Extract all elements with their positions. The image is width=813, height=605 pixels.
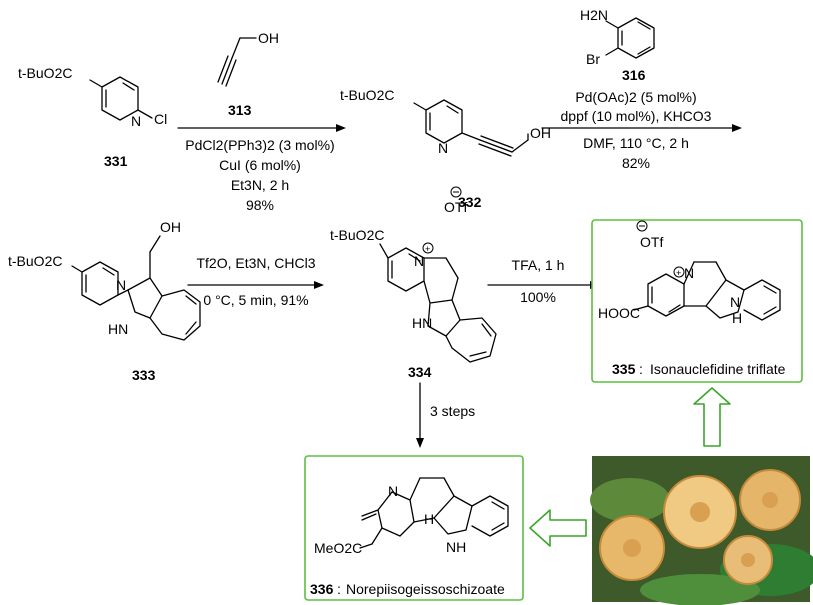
- compound-332-oh: OH: [530, 125, 551, 141]
- step2-yield: 82%: [622, 155, 650, 171]
- compound-332: t-BuO2C N OH 332: [340, 87, 551, 210]
- step4-yield: 100%: [520, 289, 556, 305]
- reaction-arrow-5: 3 steps: [416, 382, 475, 448]
- reaction-arrow-3: Tf2O, Et3N, CHCl3 0 °C, 5 min, 91%: [187, 255, 324, 308]
- step4-reagent1: TFA, 1 h: [512, 257, 565, 273]
- compound-313: OH 313: [217, 30, 279, 118]
- compound-331-n: N: [131, 113, 141, 129]
- compound-331-cl: Cl: [154, 111, 167, 127]
- step1-reagent3: Et3N, 2 h: [231, 177, 289, 193]
- step2-reagent3: DMF, 110 °C, 2 h: [583, 135, 689, 151]
- svg-text:+: +: [676, 268, 681, 278]
- hollow-arrow-left: [529, 509, 587, 547]
- compound-331-number: 331: [104, 153, 128, 169]
- compound-335-charge: [673, 266, 685, 278]
- compound-331-group: t-BuO2C: [18, 65, 72, 81]
- compound-336-colon: :: [337, 581, 341, 597]
- compound-332-number: 332: [458, 194, 482, 210]
- compound-335-nh-h: H: [732, 310, 742, 326]
- compound-333-hn: HN: [108, 321, 128, 337]
- compound-334-hn: HN: [412, 315, 432, 331]
- compound-334-anion-charge: [450, 186, 462, 198]
- compound-316-br: Br: [586, 51, 600, 67]
- compound-335-box: + OTf N HOOC N H 335 : Isonauclefidine t…: [591, 219, 803, 383]
- step5-label: 3 steps: [430, 403, 475, 419]
- hollow-arrow-up: [693, 387, 731, 447]
- compound-334: + t-BuO2C N OTf HN 334: [330, 186, 497, 380]
- step2-reagent1: Pd(OAc)2 (5 mol%): [575, 89, 696, 105]
- compound-336-number: 336: [310, 581, 334, 597]
- compound-333-n: N: [116, 277, 126, 293]
- reaction-arrow-1: PdCl2(PPh3)2 (3 mol%) CuI (6 mol%) Et3N,…: [177, 124, 346, 213]
- compound-331: t-BuO2C N Cl 331: [18, 65, 167, 169]
- compound-313-oh: OH: [258, 30, 279, 46]
- reaction-arrow-2: Pd(OAc)2 (5 mol%) dppf (10 mol%), KHCO3 …: [541, 89, 742, 171]
- nauclea-flower-photo: [590, 456, 813, 605]
- step3-reagent2: 0 °C, 5 min, 91%: [203, 292, 308, 308]
- compound-335-name: Isonauclefidine triflate: [650, 361, 786, 377]
- step1-reagent2: CuI (6 mol%): [219, 157, 301, 173]
- compound-334-n: N: [414, 253, 424, 269]
- compound-333: t-BuO2C N OH HN 333: [8, 219, 201, 383]
- compound-334-number: 334: [408, 364, 432, 380]
- compound-333-number: 333: [132, 367, 156, 383]
- compound-332-group: t-BuO2C: [340, 87, 394, 103]
- compound-316-number: 316: [622, 67, 646, 83]
- compound-333-oh: OH: [160, 219, 181, 235]
- compound-336-h: H: [424, 511, 434, 527]
- compound-313-number: 313: [228, 102, 252, 118]
- compound-335-anion-charge: [636, 220, 648, 232]
- step3-reagent1: Tf2O, Et3N, CHCl3: [196, 255, 315, 271]
- compound-336-ester: MeO2C: [314, 540, 362, 556]
- compound-335-acid: HOOC: [598, 305, 640, 321]
- compound-334-charge: [422, 242, 434, 254]
- compound-336-n: N: [388, 483, 398, 499]
- step1-yield: 98%: [246, 197, 274, 213]
- compound-316: H2N Br 316: [580, 7, 655, 83]
- svg-text:+: +: [425, 244, 430, 254]
- step1-reagent1: PdCl2(PPh3)2 (3 mol%): [185, 137, 334, 153]
- compound-332-n: N: [438, 140, 448, 156]
- compound-316-nh2: H2N: [580, 7, 608, 23]
- compound-333-group: t-BuO2C: [8, 253, 62, 269]
- compound-335-n: N: [684, 265, 694, 281]
- step2-reagent2: dppf (10 mol%), KHCO3: [561, 108, 712, 124]
- compound-334-group: t-BuO2C: [330, 227, 384, 243]
- compound-335-number: 335: [612, 361, 636, 377]
- reaction-arrow-4: TFA, 1 h 100%: [487, 257, 600, 305]
- compound-334-otf: OTf: [444, 199, 467, 215]
- compound-335-colon: :: [639, 361, 643, 377]
- compound-336-name: Norepiisogeissoschizoate: [346, 581, 505, 597]
- compound-336-box: N H NH MeO2C 336 : Norepiisogeissoschizo…: [304, 455, 524, 601]
- compound-335-nh-n: N: [730, 294, 740, 310]
- compound-335-otf: OTf: [640, 234, 663, 250]
- compound-336-nh: NH: [446, 539, 466, 555]
